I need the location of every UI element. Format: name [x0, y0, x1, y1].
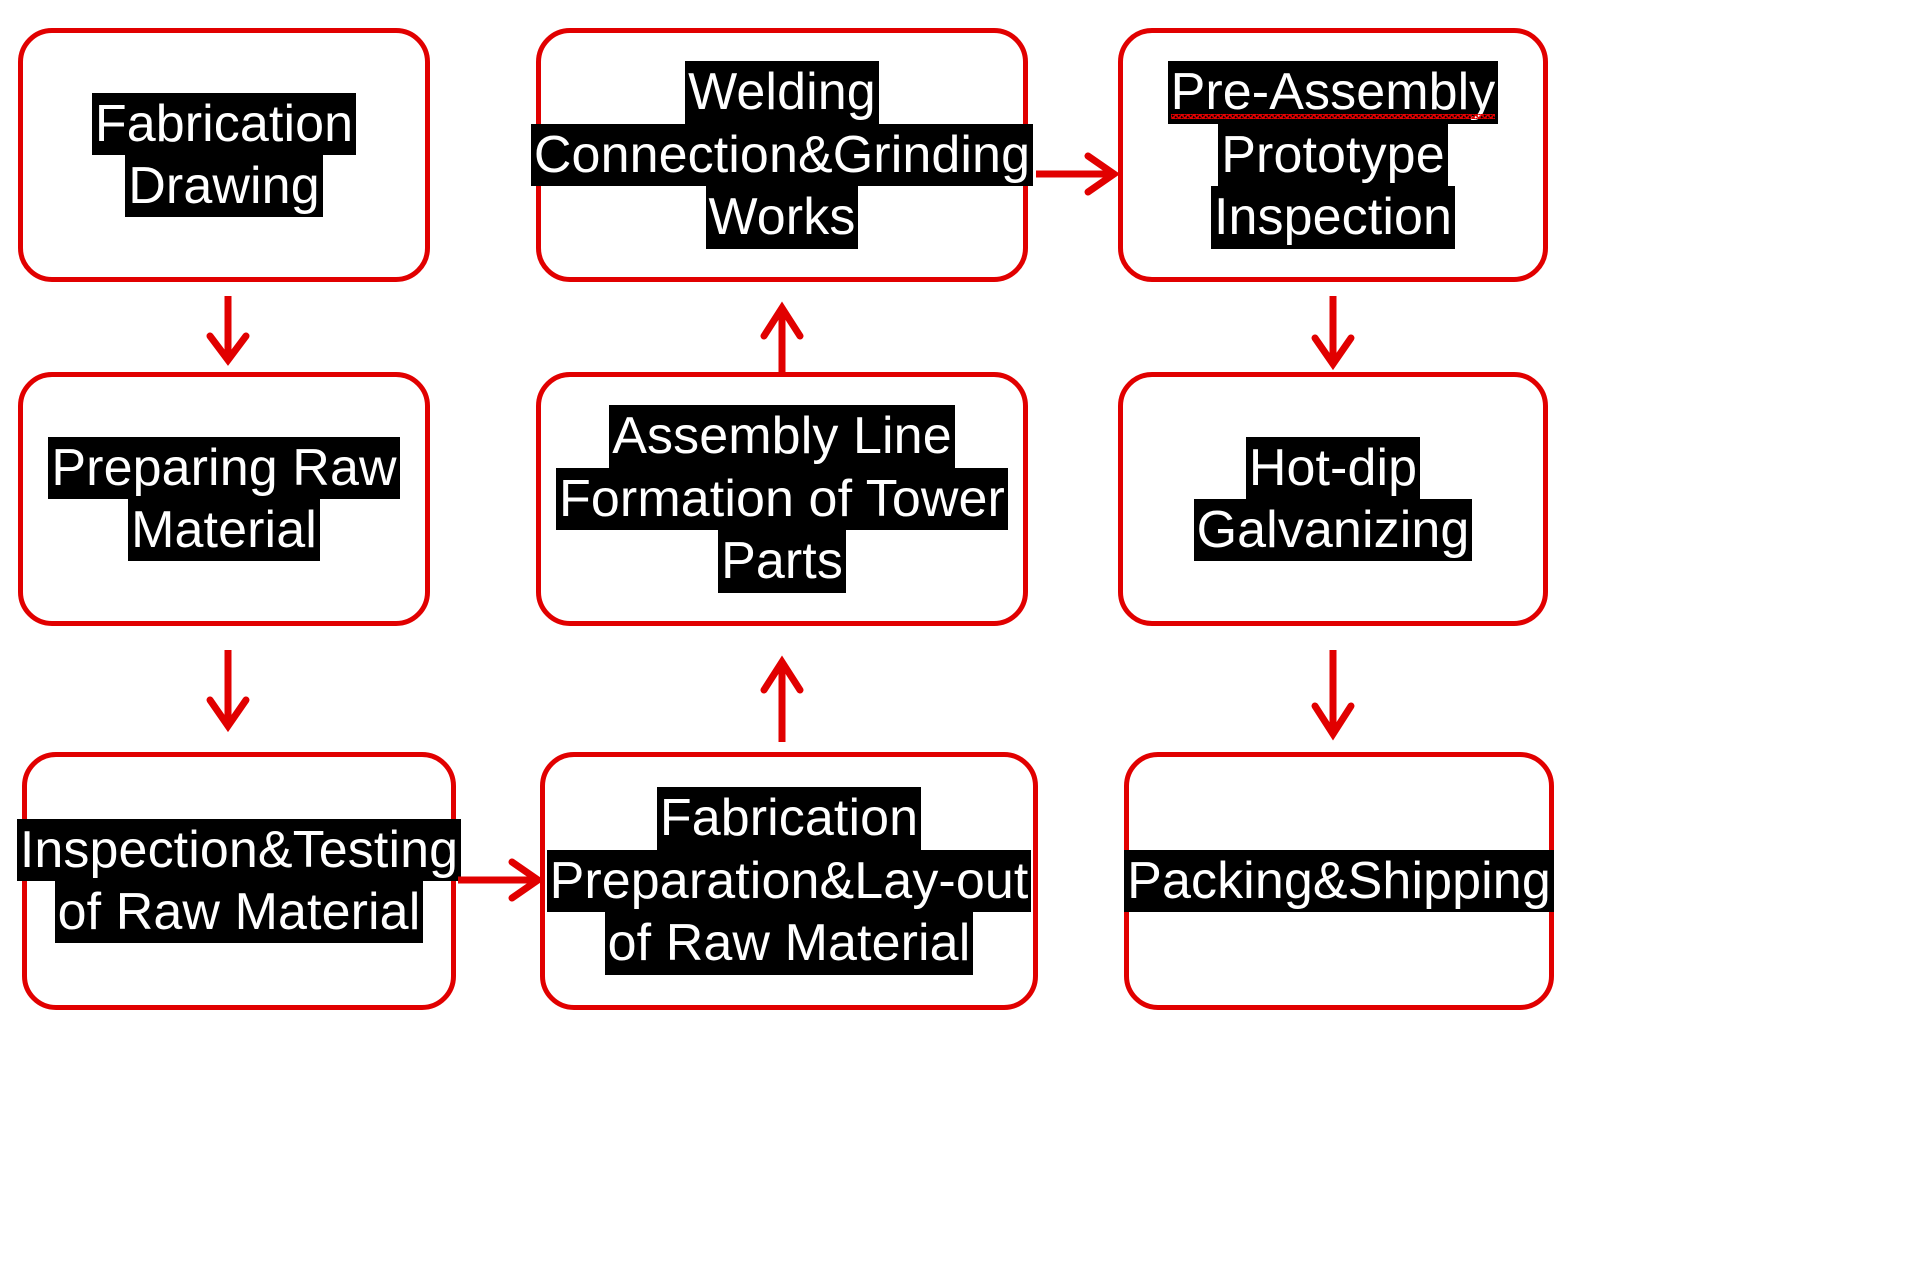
node-text-line: Pre-Assembly	[1167, 61, 1499, 124]
node-text-line: Parts	[718, 530, 846, 593]
arrow-fabrication-drawing-to-preparing-raw-material	[198, 296, 258, 366]
arrow-inspection-testing-to-fabrication-preparation	[458, 852, 545, 908]
arrow-assembly-line-to-welding-connection-grinding	[752, 300, 812, 372]
node-text-line: Fabrication	[91, 92, 357, 155]
arrow-welding-to-pre-assembly	[1032, 146, 1121, 202]
node-text-line: of Raw Material	[604, 912, 974, 975]
node-text-line: Works	[705, 186, 859, 249]
arrow-hot-dip-galvanizing-to-packing-shipping	[1303, 650, 1363, 741]
node-text-line: Galvanizing	[1193, 499, 1473, 562]
node-text-line: Packing&Shipping	[1124, 849, 1554, 913]
node-text-line: Preparing Raw	[48, 436, 400, 499]
node-text-line: Material	[128, 499, 320, 562]
node-text-line: Welding	[685, 61, 879, 124]
node-text-line: of Raw Material	[54, 881, 424, 944]
node-text-line: Hot-dip	[1245, 436, 1421, 499]
node-text-line: Inspection	[1210, 186, 1456, 249]
node-text-line: Inspection&Testing	[16, 818, 462, 881]
node-text-line: Preparation&Lay-out	[546, 849, 1032, 913]
node-text-line: Formation of Tower	[556, 467, 1008, 531]
arrow-pre-assembly-to-hot-dip-galvanizing	[1303, 296, 1363, 371]
node-text-line: Fabrication	[656, 787, 922, 850]
node-text-line: Connection&Grinding	[530, 123, 1034, 187]
arrow-fabrication-preparation-to-assembly-line	[752, 650, 812, 742]
node-text-line: Prototype	[1218, 123, 1448, 187]
node-packing-shipping[interactable]: Packing&Shipping	[1124, 752, 1554, 1010]
node-text-line: Assembly Line	[609, 405, 955, 468]
node-text-block: Packing&Shipping	[1124, 849, 1554, 913]
node-text-line: Drawing	[125, 155, 323, 218]
arrow-preparing-raw-material-to-inspection-testing	[198, 650, 258, 733]
